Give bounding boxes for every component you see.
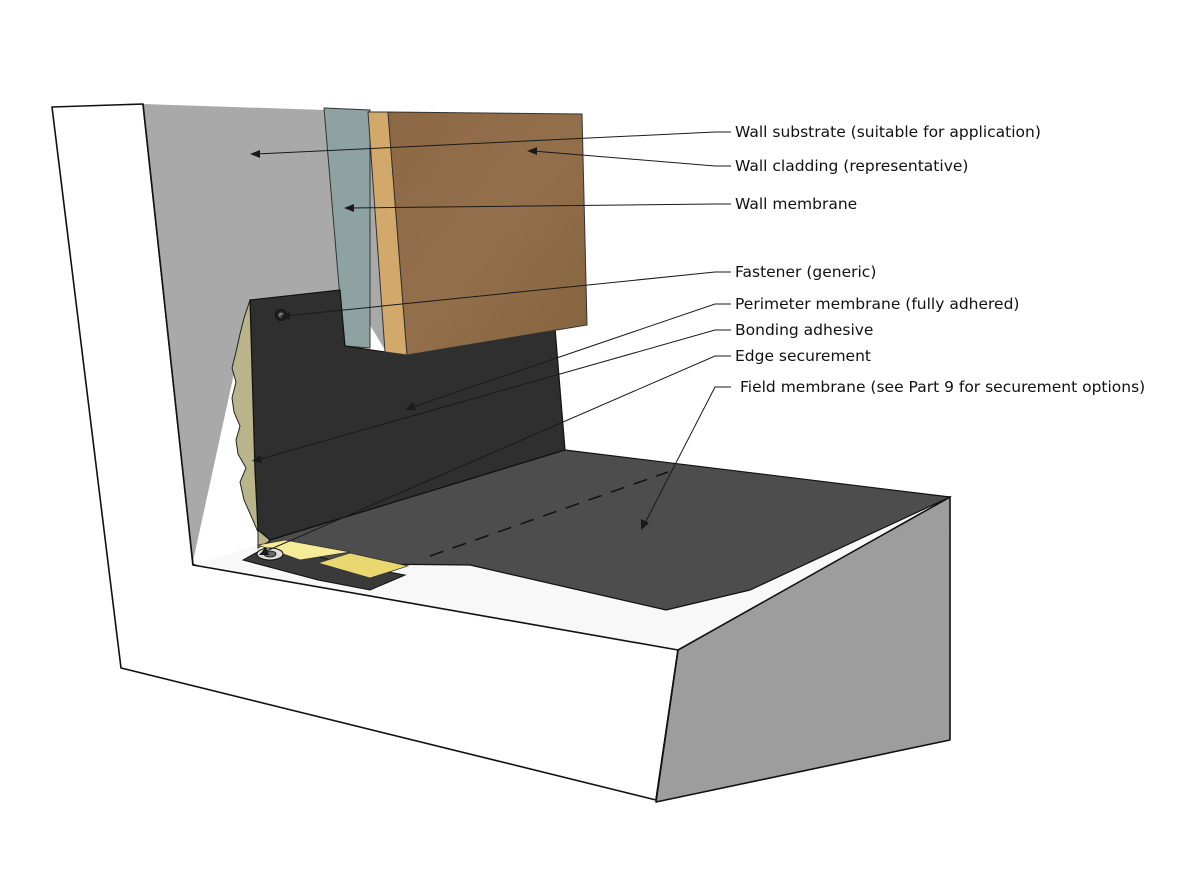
- wall-substrate-face: [143, 104, 385, 566]
- leader-bonding-adhesive: [256, 329, 731, 461]
- arrowhead-bonding-adhesive: [252, 455, 262, 463]
- substrate-side-face: [655, 496, 951, 803]
- leader-fastener: [284, 271, 731, 317]
- leader-wall-cladding: [532, 150, 731, 167]
- arrowhead-edge-securement: [259, 547, 269, 555]
- leader-edge-securement: [263, 355, 731, 553]
- leader-wall-membrane: [349, 203, 731, 209]
- substrate-wall-edge: [142, 103, 194, 566]
- wall-cladding-board: [367, 111, 588, 356]
- leader-perimeter-membrane: [409, 303, 731, 409]
- substrate-front-edge: [192, 564, 679, 801]
- wall-membrane-strip: [323, 107, 371, 349]
- label-wall-cladding: Wall cladding (representative): [735, 157, 968, 175]
- leader-field-membrane: [643, 386, 731, 526]
- seam-dashed-line: [429, 471, 669, 557]
- callout-labels: Wall substrate (suitable for application…: [735, 123, 1145, 396]
- arrowhead-perimeter-membrane: [405, 402, 416, 410]
- edge-securement-tape-lower: [316, 552, 410, 579]
- label-edge-securement: Edge securement: [735, 347, 871, 365]
- arrowhead-field-membrane: [641, 519, 649, 530]
- callout-leaders: [250, 131, 731, 555]
- perimeter-membrane-wall: [249, 289, 566, 541]
- leader-wall-substrate: [255, 131, 731, 155]
- arrowhead-fastener: [280, 312, 290, 320]
- arrowhead-wall-membrane: [344, 204, 354, 212]
- label-fastener: Fastener (generic): [735, 263, 876, 281]
- label-field-membrane: Field membrane (see Part 9 for securemen…: [740, 378, 1145, 396]
- arrowhead-wall-cladding: [527, 147, 537, 155]
- label-wall-substrate: Wall substrate (suitable for application…: [735, 123, 1041, 141]
- arrowhead-wall-substrate: [250, 150, 260, 158]
- label-perimeter-membrane: Perimeter membrane (fully adhered): [735, 295, 1019, 313]
- cladding-face: [387, 111, 588, 356]
- label-wall-membrane: Wall membrane: [735, 195, 857, 213]
- label-bonding-adhesive: Bonding adhesive: [735, 321, 873, 339]
